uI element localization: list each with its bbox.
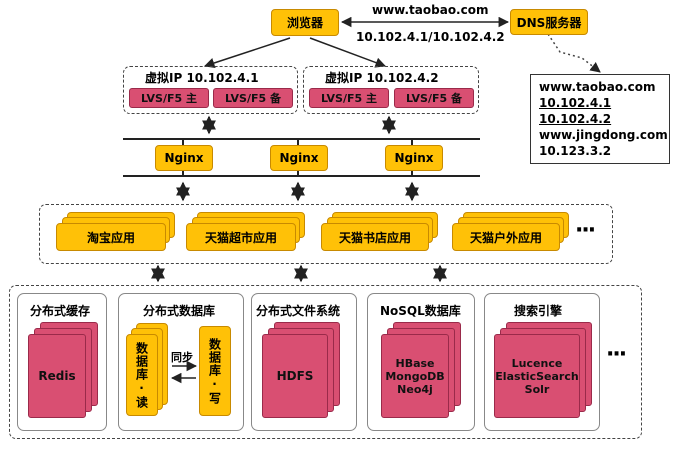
dns-record: www.jingdong.com (539, 128, 668, 142)
nginx-node-2: Nginx (270, 145, 328, 171)
lvs-1-master: LVS/F5 主 (129, 88, 209, 108)
nginx-node-1: Nginx (155, 145, 213, 171)
storage-fs-title: 分布式文件系统 (256, 304, 341, 318)
browser-to-lvs2-arrow (309, 37, 386, 68)
app-card-tmall-books: 天猫书店应用 (321, 223, 429, 251)
nosql-content: HBase MongoDB Neo4j (381, 334, 449, 418)
search-item: ElasticSearch (495, 369, 579, 383)
lvs-group-1-title: 虚拟IP 10.102.4.1 (145, 71, 259, 85)
fs-content: HDFS (262, 334, 328, 418)
storage-more-ellipsis: ··· (606, 342, 627, 367)
apps-more-ellipsis: ··· (575, 218, 596, 243)
dns-records-dotted-link (547, 33, 601, 73)
lvs-2-backup: LVS/F5 备 (394, 88, 474, 108)
nosql-item: Neo4j (397, 382, 433, 396)
app-card-tmall-outdoor: 天猫户外应用 (452, 223, 560, 251)
lvs-2-master: LVS/F5 主 (309, 88, 389, 108)
dns-record: 10.102.4.1 (539, 96, 612, 110)
dns-query-domain: www.taobao.com (372, 3, 489, 17)
dns-record: www.taobao.com (539, 80, 656, 94)
dns-response-ips: 10.102.4.1/10.102.4.2 (356, 30, 505, 44)
storage-search-panel (484, 293, 600, 431)
lvs-group-1 (123, 66, 298, 114)
db-write-node: 数据库·写 (199, 326, 231, 416)
lvs-group-2-title: 虚拟IP 10.102.4.2 (325, 71, 439, 85)
dns-server-node: DNS服务器 (510, 9, 588, 35)
app-card-tmall-market: 天猫超市应用 (186, 223, 296, 251)
dns-records-box: www.taobao.com 10.102.4.1 10.102.4.2 www… (530, 74, 670, 164)
search-item: Lucence (511, 356, 563, 370)
storage-db-title: 分布式数据库 (143, 304, 216, 318)
storage-db-panel (118, 293, 244, 431)
nosql-item: HBase (395, 356, 435, 370)
browser-to-lvs1-arrow (204, 37, 291, 69)
storage-search-title: 搜索引擎 (514, 304, 563, 318)
db-sync-label: 同步 (171, 351, 193, 364)
storage-fs-panel (251, 293, 357, 431)
app-card-taobao: 淘宝应用 (56, 223, 166, 251)
dns-record: 10.123.3.2 (539, 144, 612, 158)
storage-cache-title: 分布式缓存 (30, 304, 91, 318)
cache-content: Redis (28, 334, 86, 418)
lvs-group-2 (303, 66, 479, 114)
storage-layer-container (9, 285, 642, 439)
dns-record: 10.102.4.2 (539, 112, 612, 126)
browser-node: 浏览器 (271, 9, 339, 36)
nosql-item: MongoDB (385, 369, 445, 383)
search-content: Lucence ElasticSearch Solr (494, 334, 580, 418)
search-item: Solr (524, 382, 550, 396)
storage-nosql-title: NoSQL数据库 (380, 304, 461, 318)
storage-cache-panel (17, 293, 107, 431)
db-read-node: 数据库·读 (126, 334, 158, 416)
app-layer-container (39, 204, 613, 264)
lvs-1-backup: LVS/F5 备 (213, 88, 293, 108)
nginx-node-3: Nginx (385, 145, 443, 171)
storage-nosql-panel (367, 293, 475, 431)
